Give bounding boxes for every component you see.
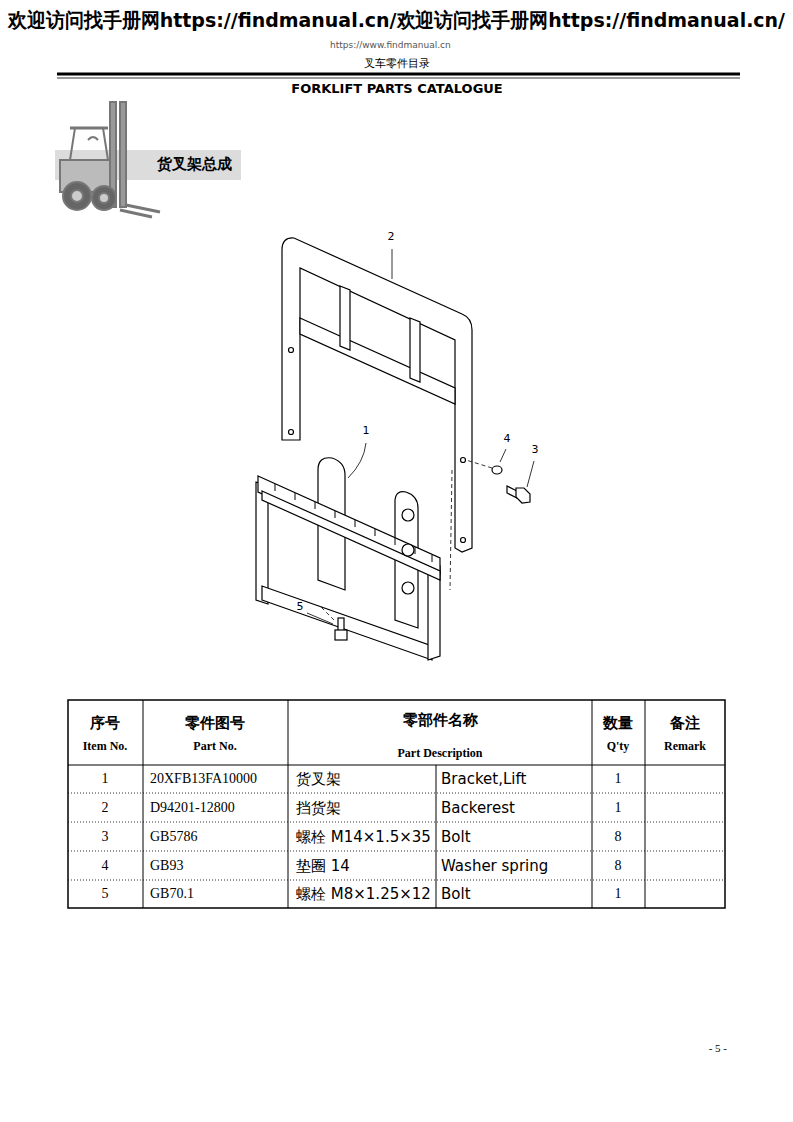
table-cell: Bracket,Lift bbox=[441, 770, 526, 788]
table-cell: 1 bbox=[615, 771, 622, 788]
callout-number: 3 bbox=[532, 443, 539, 456]
table-cell: D94201-12800 bbox=[150, 800, 235, 817]
callout-number: 5 bbox=[297, 600, 304, 613]
table-cell: Washer spring bbox=[441, 857, 548, 875]
table-cell: 3 bbox=[102, 829, 109, 846]
table-header: 零部件名称 bbox=[403, 711, 478, 729]
table-header: Part Description bbox=[398, 746, 483, 760]
assembly-line bbox=[320, 460, 492, 620]
table-cell: 4 bbox=[102, 858, 109, 875]
table-cell: Bolt bbox=[441, 885, 471, 903]
table-cell: GB5786 bbox=[150, 829, 197, 846]
table-cell: 20XFB13FA10000 bbox=[150, 771, 257, 788]
table-header: Remark bbox=[664, 739, 706, 753]
table-cell: 8 bbox=[615, 829, 622, 846]
table-cell: Backerest bbox=[441, 799, 515, 817]
leader-line bbox=[307, 249, 534, 624]
page-number: - 5 - bbox=[709, 1042, 727, 1055]
parts-table bbox=[68, 700, 725, 908]
catalogue-title-en: FORKLIFT PARTS CATALOGUE bbox=[291, 81, 502, 97]
table-cell: 垫圈 14 bbox=[296, 857, 350, 875]
table-cell: 8 bbox=[615, 858, 622, 875]
table-header: 备注 bbox=[670, 714, 700, 732]
table-cell: 螺栓 M14×1.5×35 bbox=[296, 828, 431, 846]
table-cell: 1 bbox=[615, 886, 622, 903]
washer-drawing bbox=[492, 466, 502, 474]
watermark-url: https://www.findmanual.cn bbox=[330, 40, 451, 51]
table-cell: GB93 bbox=[150, 858, 183, 875]
table-cell: 1 bbox=[102, 771, 109, 788]
table-cell: 挡货架 bbox=[296, 799, 341, 817]
table-cell: Bolt bbox=[441, 828, 471, 846]
bolt-drawing bbox=[507, 486, 530, 503]
table-cell: 5 bbox=[102, 886, 109, 903]
forklift-icon bbox=[60, 102, 160, 217]
fork-bracket-drawing bbox=[256, 458, 440, 660]
catalogue-title-cn: 叉车零件目录 bbox=[364, 57, 430, 70]
table-cell: GB70.1 bbox=[150, 886, 194, 903]
table-cell: 2 bbox=[102, 800, 109, 817]
table-cell: 货叉架 bbox=[296, 770, 341, 788]
table-header: 数量 bbox=[603, 714, 633, 732]
table-header: 序号 bbox=[90, 714, 120, 732]
table-header: Part No. bbox=[193, 739, 236, 753]
header-rule bbox=[57, 78, 740, 79]
table-header: Q'ty bbox=[607, 739, 630, 753]
table-cell: 螺栓 M8×1.25×12 bbox=[296, 885, 431, 903]
fork-bar-teeth bbox=[275, 484, 432, 562]
table-header: 零件图号 bbox=[185, 714, 245, 732]
bolt-drawing bbox=[335, 618, 347, 640]
header-rule bbox=[57, 73, 740, 76]
callout-number: 4 bbox=[504, 432, 511, 445]
table-header: Item No. bbox=[83, 739, 128, 753]
table-cell: 1 bbox=[615, 800, 622, 817]
section-title: 货叉架总成 bbox=[157, 155, 232, 173]
callout-number: 1 bbox=[363, 424, 370, 437]
callout-number: 2 bbox=[388, 230, 395, 243]
header-watermark: 欢迎访问找手册网https://findmanual.cn/欢迎访问找手册网ht… bbox=[8, 8, 785, 32]
